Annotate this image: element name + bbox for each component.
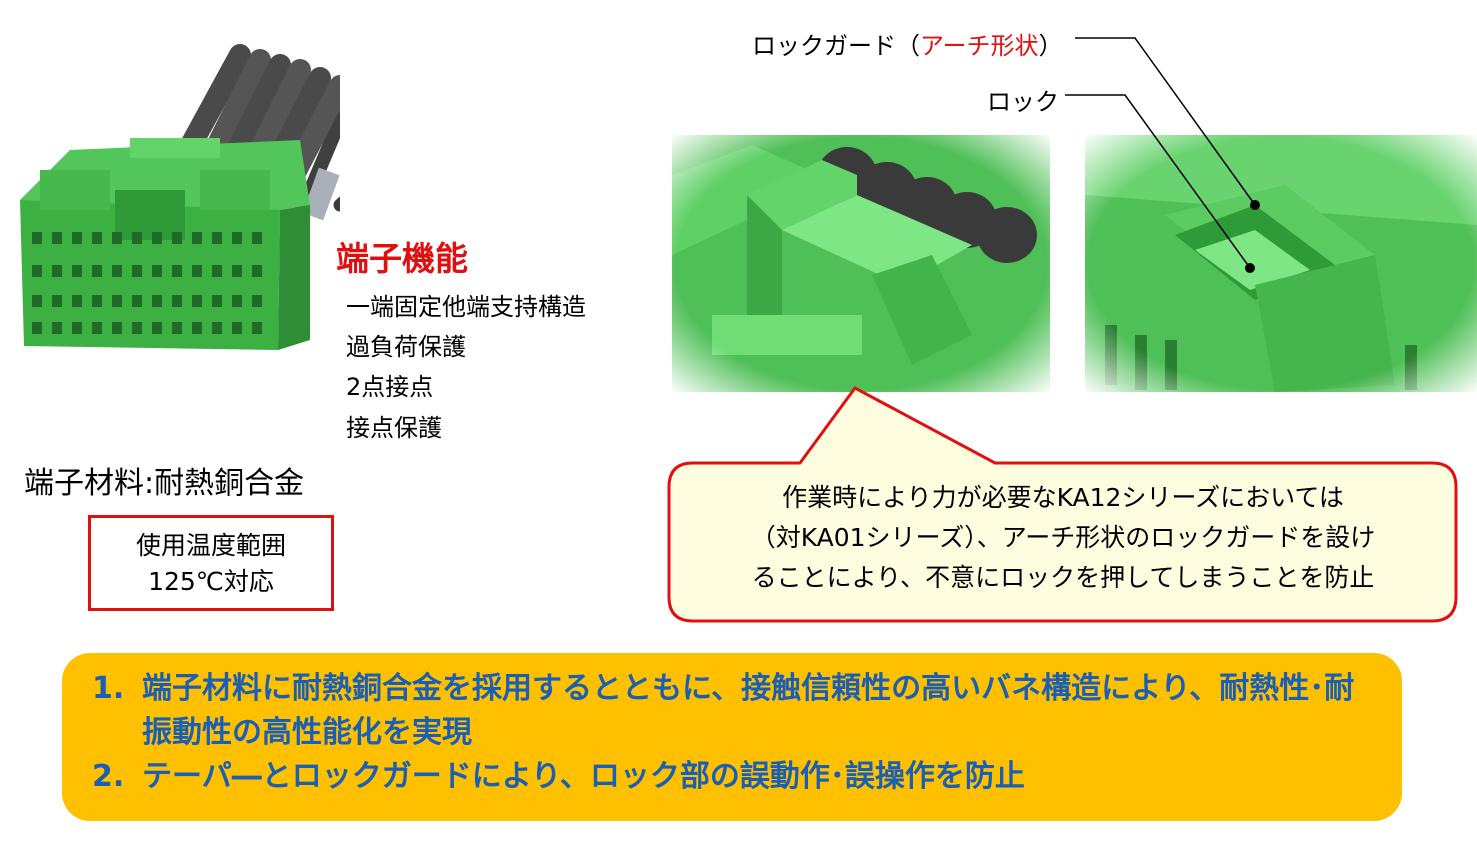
summary-number: 1.: [92, 671, 125, 706]
callout-line: 作業時により力が必要なKA12シリーズにおいては: [782, 483, 1344, 512]
summary-item: 2. テーパ―とロックガードにより、ロック部の誤動作･誤操作を防止: [92, 755, 1372, 799]
pin-holes: [32, 232, 262, 334]
terminal-icon: [302, 167, 340, 221]
terminal-function-title: 端子機能: [336, 239, 468, 278]
summary-text: 端子材料に耐熱銅合金を採用するとともに、接触信頼性の高いバネ構造により、耐熱性･…: [142, 671, 1355, 750]
temperature-line1: 使用温度範囲: [135, 531, 286, 560]
lock-guard-label: ロックガード（アーチ形状）: [752, 32, 1063, 60]
callout-line: ることにより、不意にロックを押してしまうことを防止: [751, 563, 1375, 592]
function-item: 過負荷保護: [346, 333, 466, 361]
function-item: 接点保護: [346, 414, 442, 442]
terminal-material: 端子材料:耐熱銅合金: [24, 466, 305, 501]
summary-item: 1. 端子材料に耐熱銅合金を採用するとともに、接触信頼性の高いバネ構造により、耐…: [92, 667, 1372, 755]
connector-housing: [20, 138, 310, 350]
temperature-line2: 125℃対応: [148, 567, 274, 596]
callout-line: （対KA01シリーズ）、アーチ形状のロックガードを設け: [750, 523, 1376, 552]
connector-illustration: [20, 44, 340, 350]
summary-box: 1. 端子材料に耐熱銅合金を採用するとともに、接触信頼性の高いバネ構造により、耐…: [62, 653, 1402, 821]
callout-text: 作業時により力が必要なKA12シリーズにおいては （対KA01シリーズ）、アーチ…: [670, 478, 1456, 598]
closeup-lock: [1085, 135, 1477, 392]
lock-label: ロック: [987, 88, 1059, 116]
closeup-arch-guard: [672, 135, 1050, 392]
temperature-box: 使用温度範囲 125℃対応: [88, 515, 334, 611]
function-item: 2点接点: [346, 373, 434, 401]
summary-number: 2.: [92, 759, 125, 794]
function-item: 一端固定他端支持構造: [346, 293, 586, 321]
summary-text: テーパ―とロックガードにより、ロック部の誤動作･誤操作を防止: [142, 759, 1025, 794]
